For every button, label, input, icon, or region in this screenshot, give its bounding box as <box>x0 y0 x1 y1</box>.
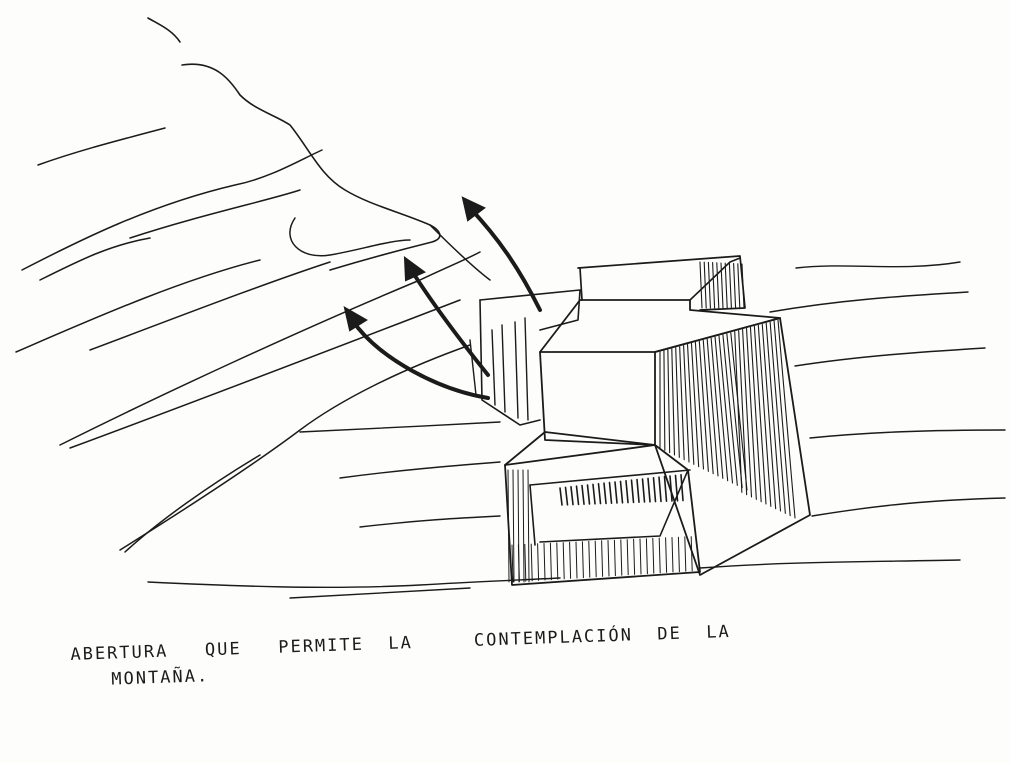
hatch-stroke <box>528 470 529 582</box>
hatch-stroke <box>566 487 568 504</box>
hatch-stroke <box>659 538 660 573</box>
hatch-stroke <box>571 487 573 505</box>
hatch-stroke <box>646 539 647 574</box>
hatch-stroke <box>614 540 615 575</box>
hatch-stroke <box>665 477 667 502</box>
hatch-stroke <box>678 537 679 571</box>
hatch-stroke <box>643 479 645 502</box>
hatch-stroke <box>637 480 639 503</box>
hatch-stroke <box>589 541 590 577</box>
hatch-stroke <box>608 541 609 577</box>
hatch-stroke <box>648 478 650 501</box>
hatch-stroke <box>604 483 606 503</box>
hatch-stroke <box>700 262 702 308</box>
hatch-stroke <box>703 340 713 473</box>
hatch-stroke <box>513 470 514 582</box>
building-volume <box>470 256 810 585</box>
hatch-stroke <box>523 470 524 582</box>
hatch-stroke <box>676 348 680 458</box>
hatch-stroke <box>576 542 577 578</box>
hatch-stroke <box>595 541 596 577</box>
arrow-head-icon <box>345 308 366 330</box>
hatch-stroke <box>599 484 601 504</box>
hatch-stroke <box>588 485 590 504</box>
hatch-stroke <box>518 470 519 582</box>
hatch-stroke <box>640 539 641 574</box>
hatch-stroke <box>670 476 672 501</box>
hatch-stroke <box>774 321 790 516</box>
hatch-stroke <box>525 544 526 581</box>
hatch-stroke <box>615 482 617 503</box>
arrow-head-icon <box>463 198 484 220</box>
hatch-stroke <box>582 542 583 578</box>
hatch-stroke <box>743 330 752 497</box>
hatch-stroke <box>725 263 727 308</box>
wall-hatching <box>508 262 795 582</box>
hatch-stroke <box>550 543 551 579</box>
hatch-stroke <box>653 538 654 573</box>
hatch-stroke <box>672 538 673 573</box>
view-arrows <box>345 198 540 398</box>
hatch-stroke <box>627 540 628 575</box>
hatch-stroke <box>544 544 545 581</box>
hatch-stroke <box>577 486 579 504</box>
hatch-stroke <box>717 263 719 308</box>
hatch-stroke <box>508 470 509 582</box>
hatch-stroke <box>560 488 562 505</box>
hatch-stroke <box>626 481 628 503</box>
hatch-stroke <box>557 543 558 579</box>
hatch-stroke <box>672 349 675 455</box>
hatch-stroke <box>691 537 692 571</box>
hatch-stroke <box>659 477 661 501</box>
hatch-stroke <box>666 538 667 573</box>
hatch-stroke <box>668 350 670 453</box>
hatch-stroke <box>654 478 656 502</box>
hatch-stroke <box>610 483 612 504</box>
hatch-stroke <box>699 341 708 471</box>
hatch-stroke <box>582 486 584 505</box>
hatch-stroke <box>621 540 622 575</box>
hatch-stroke <box>695 342 703 469</box>
arrow-head-icon <box>405 258 424 280</box>
hatch-stroke <box>685 537 686 571</box>
hatch-stroke <box>593 484 595 503</box>
hatch-stroke <box>713 263 715 308</box>
hatch-stroke <box>570 542 571 578</box>
hatch-stroke <box>770 322 785 513</box>
hatch-stroke <box>531 544 532 581</box>
hatch-stroke <box>708 262 710 308</box>
hatch-stroke <box>729 263 731 308</box>
hatch-stroke <box>563 543 564 579</box>
hatch-stroke <box>747 329 757 500</box>
hatch-stroke <box>734 264 736 308</box>
hatch-stroke <box>680 347 685 460</box>
hatch-stroke <box>778 320 795 518</box>
hatch-stroke <box>634 539 635 574</box>
hatch-stroke <box>738 264 740 308</box>
hatch-stroke <box>602 541 603 577</box>
hatch-stroke <box>621 481 623 502</box>
hatch-stroke <box>632 480 634 502</box>
hatch-stroke <box>538 544 539 581</box>
hatch-stroke <box>681 475 683 501</box>
hatch-stroke <box>664 351 665 450</box>
